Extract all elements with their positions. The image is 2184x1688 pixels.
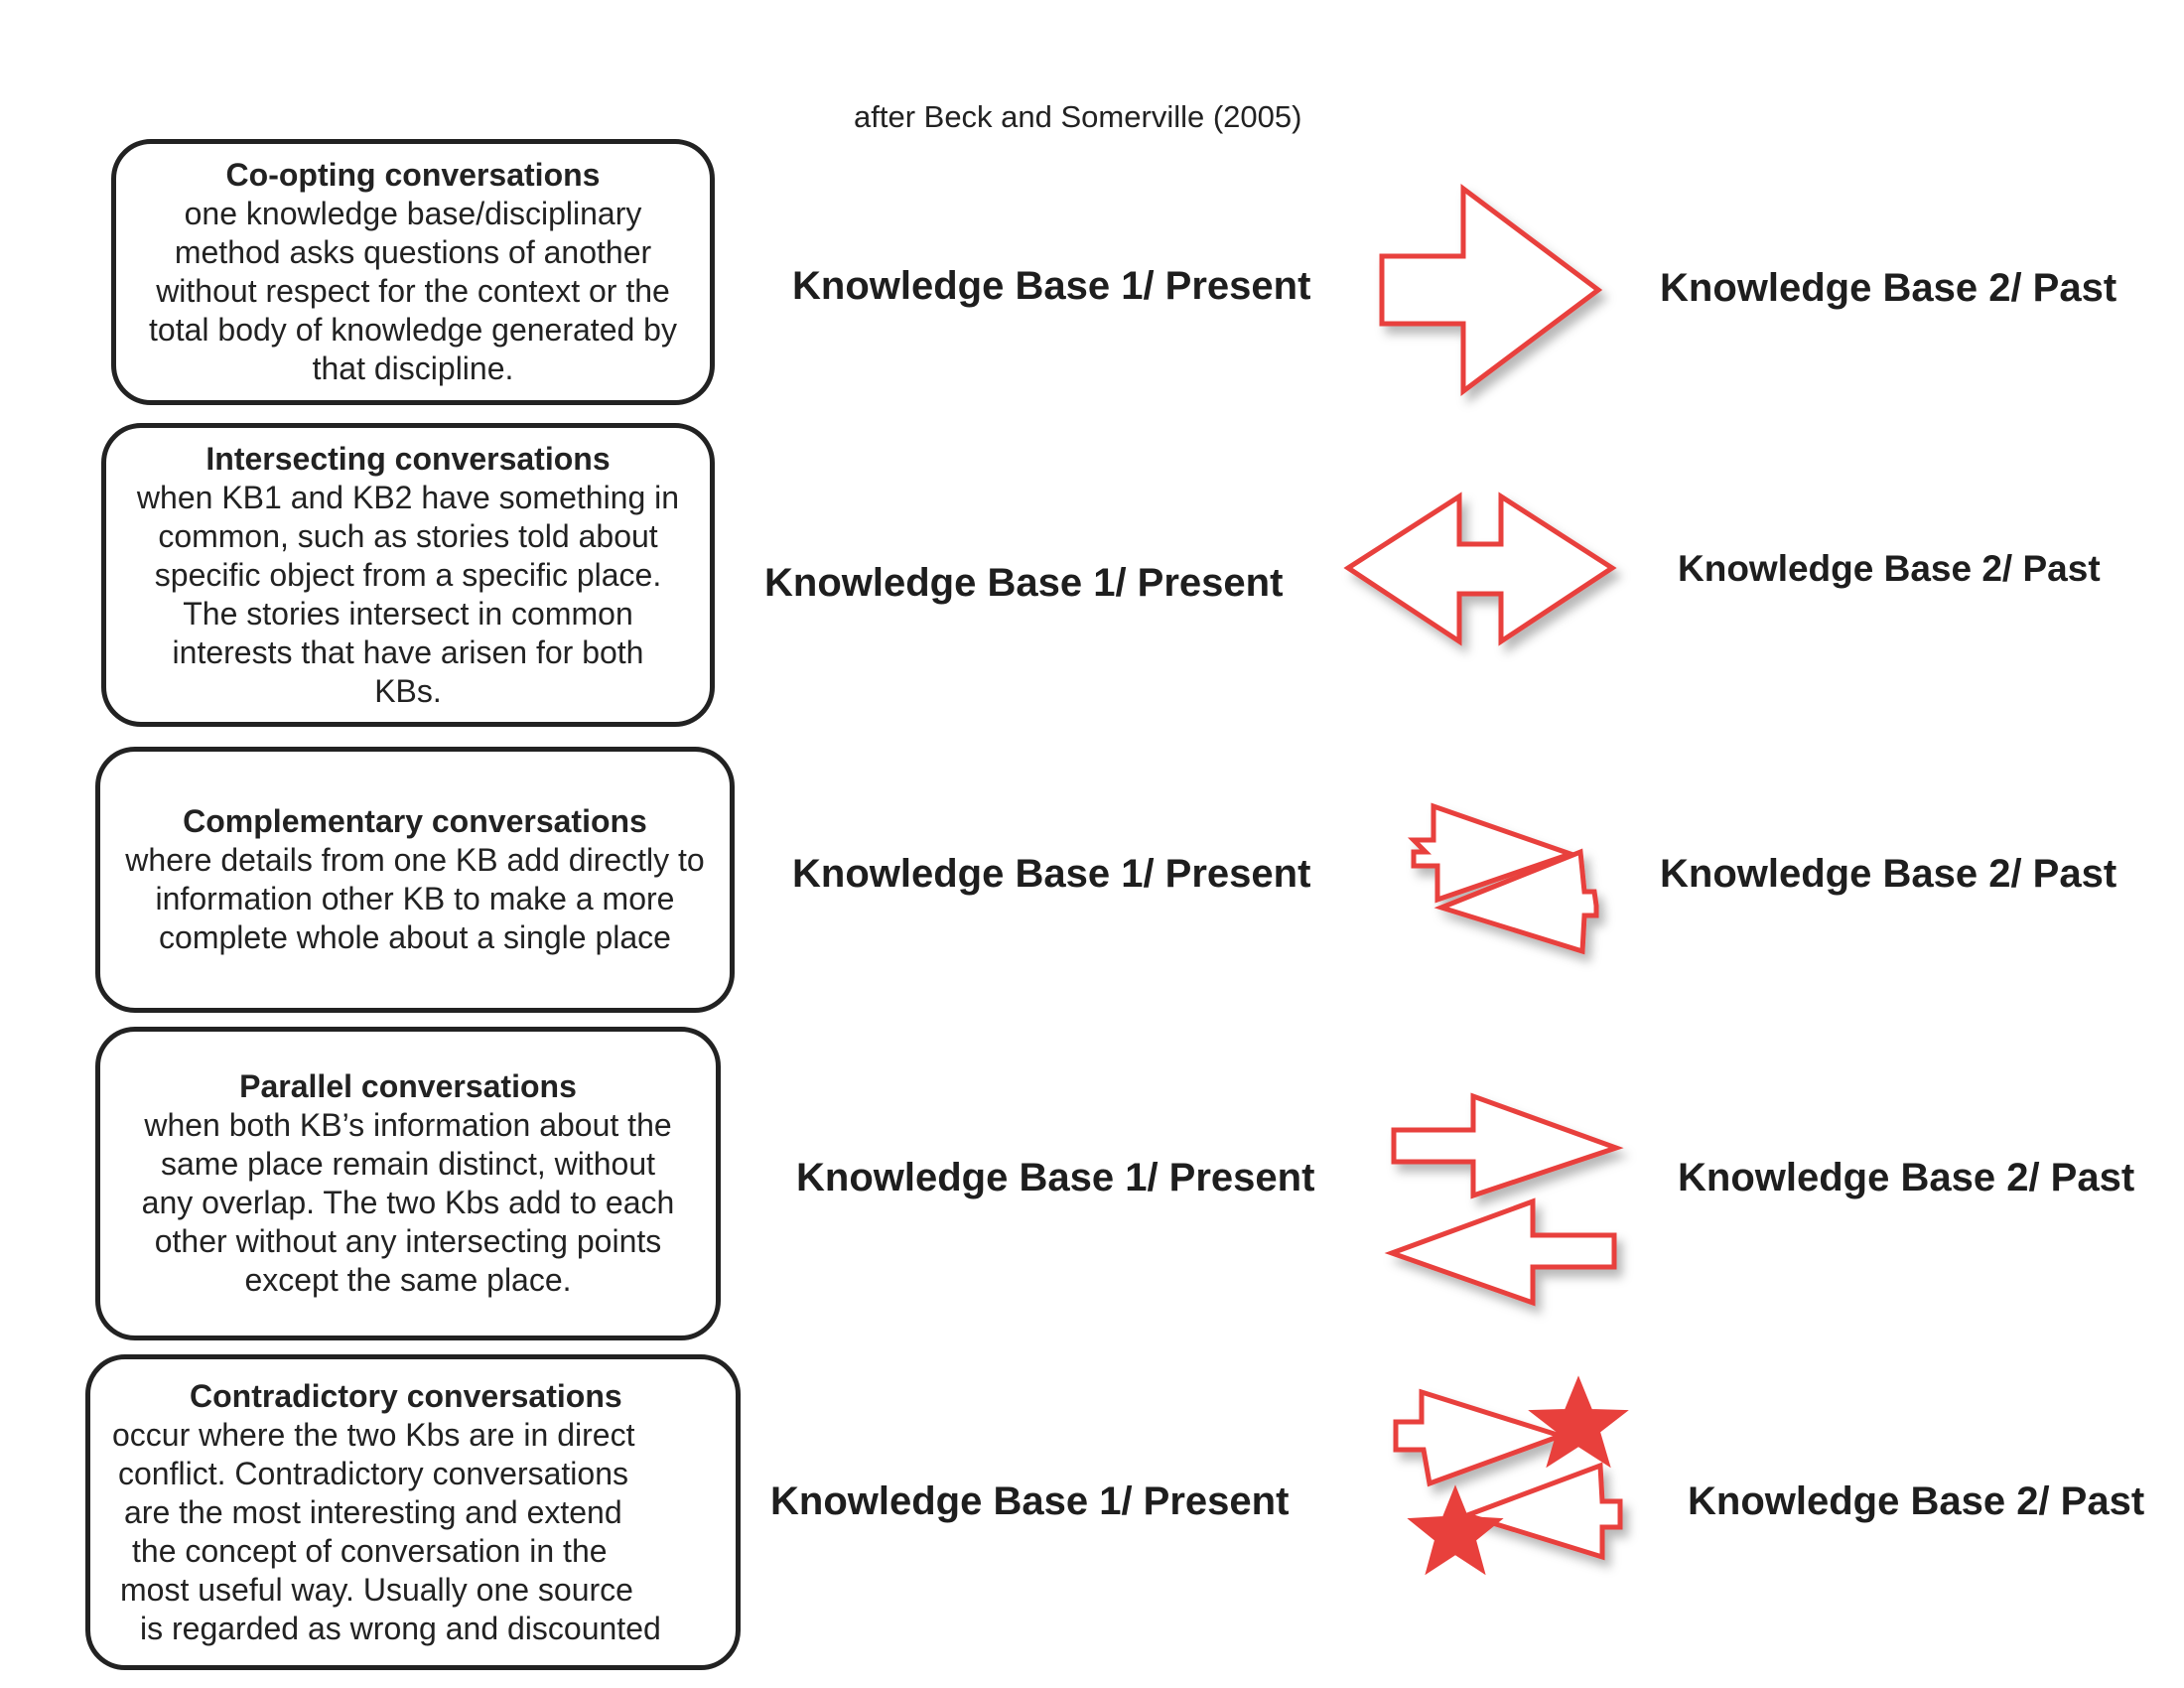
kb1-label: Knowledge Base 1/ Present [764,561,1284,605]
box-text-line: except the same place. [244,1262,572,1298]
box-text-line: when both KB’s information about the [144,1107,672,1143]
box-text-line: conflict. Contradictory conversations [118,1455,628,1491]
star-icon [1407,1484,1504,1576]
box-text-line: KBs. [374,672,442,709]
box-text-line: the concept of conversation in the [132,1532,608,1569]
box-text-line: where details from one KB add directly t… [125,842,705,878]
citation: after Beck and Somerville (2005) [854,99,1302,134]
box-text-line: total body of knowledge generated by [149,312,677,348]
box-text-line: is regarded as wrong and discounted [140,1610,661,1646]
box-text-line: same place remain distinct, without [161,1146,655,1182]
box-text-line: any overlap. The two Kbs add to each [141,1185,675,1220]
kb2-label: Knowledge Base 2/ Past [1688,1479,2145,1523]
kb2-label: Knowledge Base 2/ Past [1660,852,2117,896]
box-text-line: one knowledge base/disciplinary [184,196,642,231]
box-text-line: that discipline. [312,351,514,386]
box-text-line: most useful way. Usually one source [120,1571,633,1608]
box-text-line: information other KB to make a more [155,881,675,916]
box-text-line: are the most interesting and extend [124,1493,622,1530]
box-title: Co-opting conversations [225,157,601,193]
box-text-line: when KB1 and KB2 have something in [136,479,680,515]
box-text-line: interests that have arisen for both [172,633,644,670]
star-icon [1528,1375,1629,1469]
kb1-label: Knowledge Base 1/ Present [792,852,1311,896]
box-text-line: The stories intersect in common [183,595,633,632]
single-right-arrow-icon [1379,184,1603,396]
double-headed-arrow-icon [1343,492,1617,646]
box-title: Complementary conversations [183,803,647,839]
box-text-line: specific object from a specific place. [154,556,662,593]
box-text-line: complete whole about a single place [159,919,671,955]
conversation-box-coopting: Co-opting conversations one knowledge ba… [111,139,715,405]
box-title: Contradictory conversations [190,1377,622,1414]
kb2-label: Knowledge Base 2/ Past [1678,548,2101,589]
box-text-line: common, such as stories told about [158,517,658,554]
kb1-label: Knowledge Base 1/ Present [796,1156,1315,1199]
box-text-line: method asks questions of another [174,234,652,270]
box-text-line: other without any intersecting points [154,1223,662,1259]
box-title: Parallel conversations [239,1068,577,1104]
box-title: Intersecting conversations [205,440,611,477]
conversation-box-complementary: Complementary conversations where detail… [95,747,735,1013]
parallel-arrows-icon [1384,1092,1624,1307]
kb2-label: Knowledge Base 2/ Past [1678,1156,2135,1199]
conversation-box-parallel: Parallel conversations when both KB’s in… [95,1027,721,1340]
kb2-label: Knowledge Base 2/ Past [1660,266,2117,310]
box-text-line: without respect for the context or the [156,273,670,309]
kb1-label: Knowledge Base 1/ Present [770,1479,1290,1523]
conversation-box-contradictory: Contradictory conversations occur where … [85,1354,741,1670]
conflicting-arrows-star-icon [1393,1375,1629,1576]
box-text-line: occur where the two Kbs are in direct [112,1416,635,1453]
conversation-box-intersecting: Intersecting conversations when KB1 and … [101,423,715,727]
kb1-label: Knowledge Base 1/ Present [792,264,1311,308]
overlapping-arrows-icon [1407,802,1599,955]
